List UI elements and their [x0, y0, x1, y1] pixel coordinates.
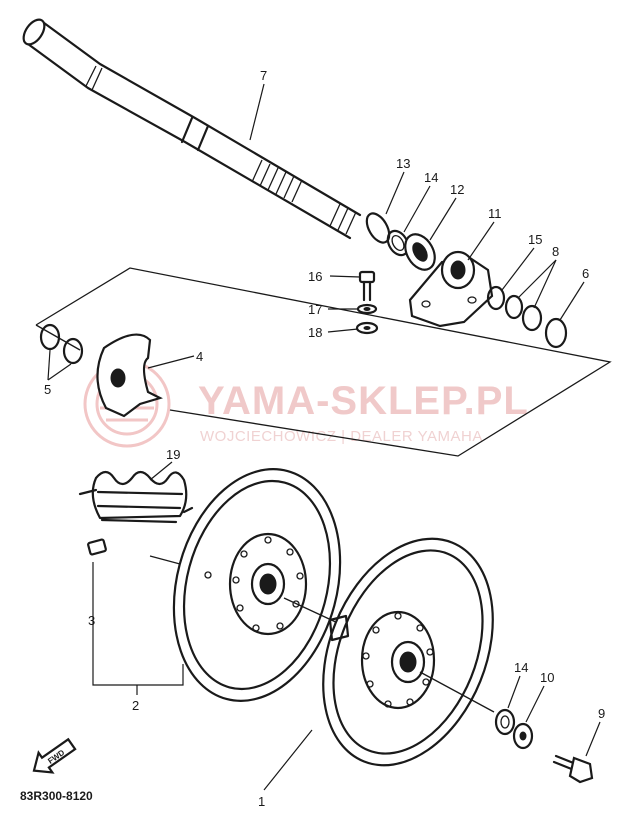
- bearing: [404, 233, 436, 271]
- slider: [87, 538, 107, 556]
- callout-3: 3: [88, 613, 95, 628]
- sliding-sheave: [322, 537, 494, 767]
- fixed-sheave: [172, 468, 342, 702]
- collar-lower: [494, 708, 516, 736]
- callout-1: 1: [258, 794, 265, 809]
- leader-lines: [47, 83, 601, 791]
- bolt-washer-stack: [355, 270, 379, 335]
- watermark-subtitle: WOJCIECHOWICZ | DEALER YAMAHA: [200, 428, 483, 445]
- secondary-shaft: [22, 18, 362, 240]
- circlip: [365, 212, 391, 244]
- callout-9: 9: [598, 706, 605, 721]
- callout-2: 2: [132, 698, 139, 713]
- callout-14-lower: 14: [514, 660, 528, 675]
- shim: [504, 294, 524, 320]
- callout-17: 17: [308, 302, 322, 317]
- diagram-code: 83R300-8120: [20, 789, 93, 803]
- callout-16: 16: [308, 269, 322, 284]
- callout-8: 8: [552, 244, 559, 259]
- collar: [386, 229, 410, 257]
- callout-10: 10: [540, 670, 554, 685]
- circlip-end: [544, 317, 568, 349]
- callouts: 7 13 14 12 11 15 8 6 16 17 18 5 4 19 3 2…: [44, 68, 605, 809]
- callout-14: 14: [424, 170, 438, 185]
- callout-6: 6: [582, 266, 589, 281]
- torque-cam: [96, 333, 163, 418]
- forward-arrow-icon: FWD: [32, 737, 77, 774]
- washer: [62, 337, 84, 365]
- callout-15: 15: [528, 232, 542, 247]
- spring: [78, 470, 194, 524]
- watermark-title: YAMA-SKLEP.PL: [198, 379, 529, 423]
- bearing-holder: [408, 250, 494, 328]
- watermark: YAMA-SKLEP.PL WOJCIECHOWICZ | DEALER YAM…: [83, 360, 529, 448]
- callout-4: 4: [196, 349, 203, 364]
- callout-19: 19: [166, 447, 180, 462]
- callout-5: 5: [44, 382, 51, 397]
- washer: [39, 323, 61, 351]
- bolt: [552, 754, 594, 784]
- callout-12: 12: [450, 182, 464, 197]
- callout-18: 18: [308, 325, 322, 340]
- spacer-ring: [486, 285, 506, 311]
- callout-13: 13: [396, 156, 410, 171]
- callout-11: 11: [488, 206, 502, 221]
- shim: [521, 304, 543, 332]
- callout-7: 7: [260, 68, 267, 83]
- washer-lower: [512, 722, 534, 750]
